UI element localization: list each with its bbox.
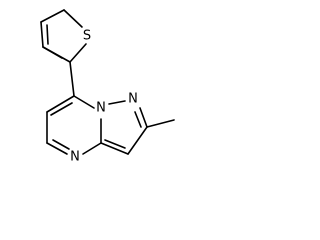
bond-c2-c3: [127, 126, 148, 155]
bond-c2-methyl: [146, 119, 175, 128]
bond-c3-c4-thiophene-inner: [46, 24, 49, 45]
bridgehead-nitrogen-label: N: [96, 101, 106, 116]
bond-c2-c7-link: [69, 61, 75, 97]
bond-c4-c5-thiophene: [40, 9, 65, 23]
bond-c2-c3-double: [42, 46, 71, 63]
molecule-drawing: S N N N: [40, 9, 175, 165]
sulfur-atom-label: S: [83, 29, 91, 44]
bond-c5-n4-outer: [46, 142, 68, 155]
bond-n2-c2-inner: [134, 111, 142, 128]
pyrimidine-nitrogen-label: N: [70, 150, 80, 165]
bond-s-c2-thiophene: [69, 43, 87, 63]
structure-canvas: S N N N: [0, 0, 177, 193]
bond-c3-c4-thiophene-outer: [40, 21, 44, 48]
pyrimidine-ring: [46, 95, 102, 155]
bond-n1-n2: [108, 100, 126, 105]
bond-c5-s-thiophene: [63, 9, 83, 28]
pyrazole-nitrogen-label: N: [128, 92, 138, 107]
bond-c3-c3a-inner: [104, 139, 126, 149]
bond-c7-c6-inner: [50, 102, 73, 116]
thiophene-ring: [40, 9, 87, 97]
bond-c7-c6-outer: [46, 95, 75, 113]
bond-n1-c7: [73, 95, 95, 109]
bond-n4-c3a: [82, 142, 102, 155]
atom-labels: S N N N: [70, 29, 138, 165]
pyrazole-ring: [100, 100, 175, 155]
bond-n2-c2-outer: [139, 107, 148, 128]
bond-c5-n4-inner: [52, 139, 70, 150]
bond-c3-c3a-outer: [100, 142, 129, 155]
